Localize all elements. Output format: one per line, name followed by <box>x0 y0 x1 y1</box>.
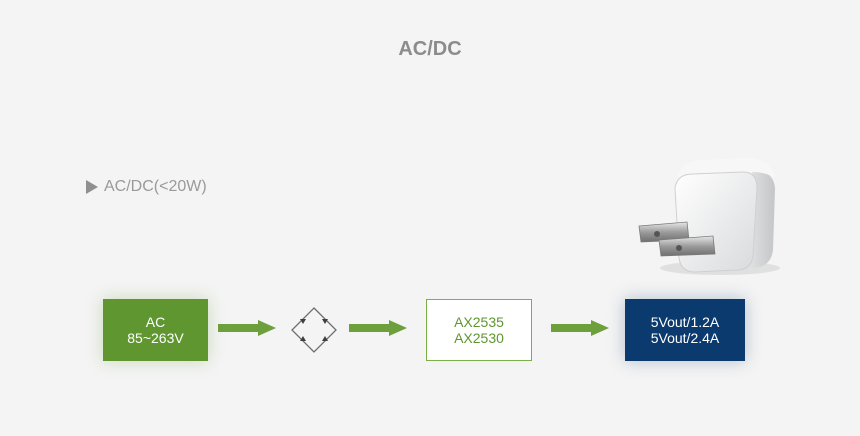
arrow-right-icon <box>349 320 407 336</box>
page-title: AC/DC <box>398 38 462 60</box>
ac-input-voltage: 85~263V <box>127 330 184 346</box>
arrow-right-icon <box>551 320 609 336</box>
controller-ic-1: AX2535 <box>454 314 504 330</box>
section-heading: AC/DC(<20W) <box>86 178 207 196</box>
diode-bridge-icon <box>291 307 337 353</box>
controller-ic-block: AX2535 AX2530 <box>426 299 532 361</box>
dc-output-1: 5Vout/1.2A <box>650 314 720 330</box>
ac-input-block: AC 85~263V <box>103 299 208 361</box>
dc-output-block: 5Vout/1.2A 5Vout/2.4A <box>625 299 745 361</box>
arrow-right-icon <box>218 320 276 336</box>
usb-charger-icon <box>638 158 780 275</box>
controller-ic-2: AX2530 <box>454 330 504 346</box>
triangle-bullet-icon <box>86 180 98 194</box>
section-heading-label: AC/DC(<20W) <box>104 178 207 195</box>
dc-output-2: 5Vout/2.4A <box>650 330 720 346</box>
ac-input-label: AC <box>145 314 166 330</box>
